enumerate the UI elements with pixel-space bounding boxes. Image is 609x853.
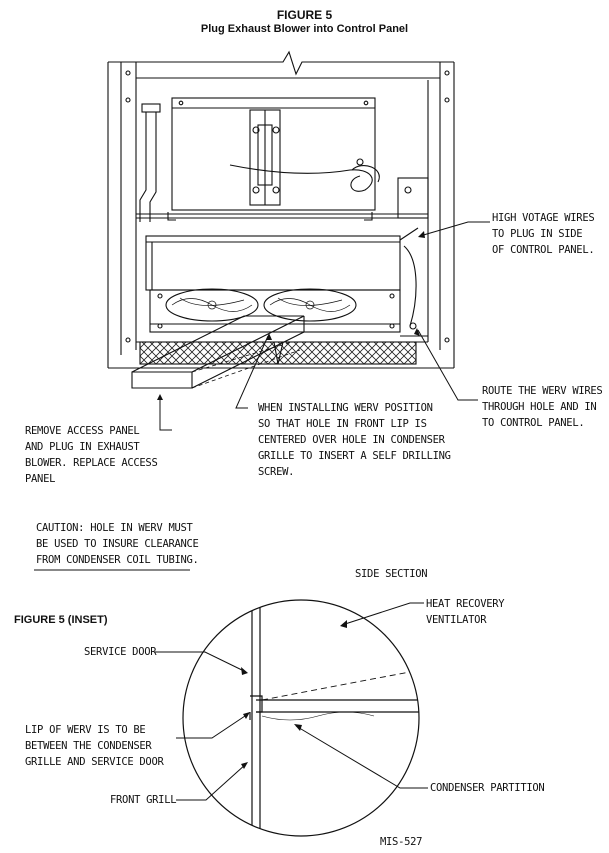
figure-title: FIGURE 5 <box>276 8 333 22</box>
route-wires-callout: ROUTE THE WERV WIRES THROUGH HOLE AND IN… <box>482 385 603 429</box>
drawing-number: MIS-527 <box>380 836 423 848</box>
high-voltage-callout: HIGH VOTAGE WIRES TO PLUG IN SIDE OF CON… <box>492 212 595 256</box>
arrowheads <box>157 231 425 400</box>
figure-subtitle: Plug Exhaust Blower into Control Panel <box>200 23 409 35</box>
lip-label: LIP OF WERV IS TO BE BETWEEN THE CONDENS… <box>25 724 164 768</box>
inset-leaders <box>155 602 428 801</box>
inset-title: FIGURE 5 (INSET) <box>14 614 108 626</box>
installing-callout: WHEN INSTALLING WERV POSITION SO THAT HO… <box>258 402 451 478</box>
condenser-partition-label: CONDENSER PARTITION <box>430 782 545 794</box>
heat-recovery-label: HEAT RECOVERY VENTILATOR <box>426 598 505 626</box>
inset-circle <box>182 599 420 837</box>
side-section-label: SIDE SECTION <box>355 568 428 580</box>
remove-panel-callout: REMOVE ACCESS PANEL AND PLUG IN EXHAUST … <box>25 425 158 485</box>
inset-arrowheads <box>241 620 347 769</box>
caution-note: CAUTION: HOLE IN WERV MUST BE USED TO IN… <box>36 522 199 566</box>
unit-drawing <box>107 50 455 389</box>
service-door-label: SERVICE DOOR <box>84 646 157 658</box>
front-grill-label: FRONT GRILL <box>110 794 177 806</box>
callout-leaders <box>159 221 490 431</box>
